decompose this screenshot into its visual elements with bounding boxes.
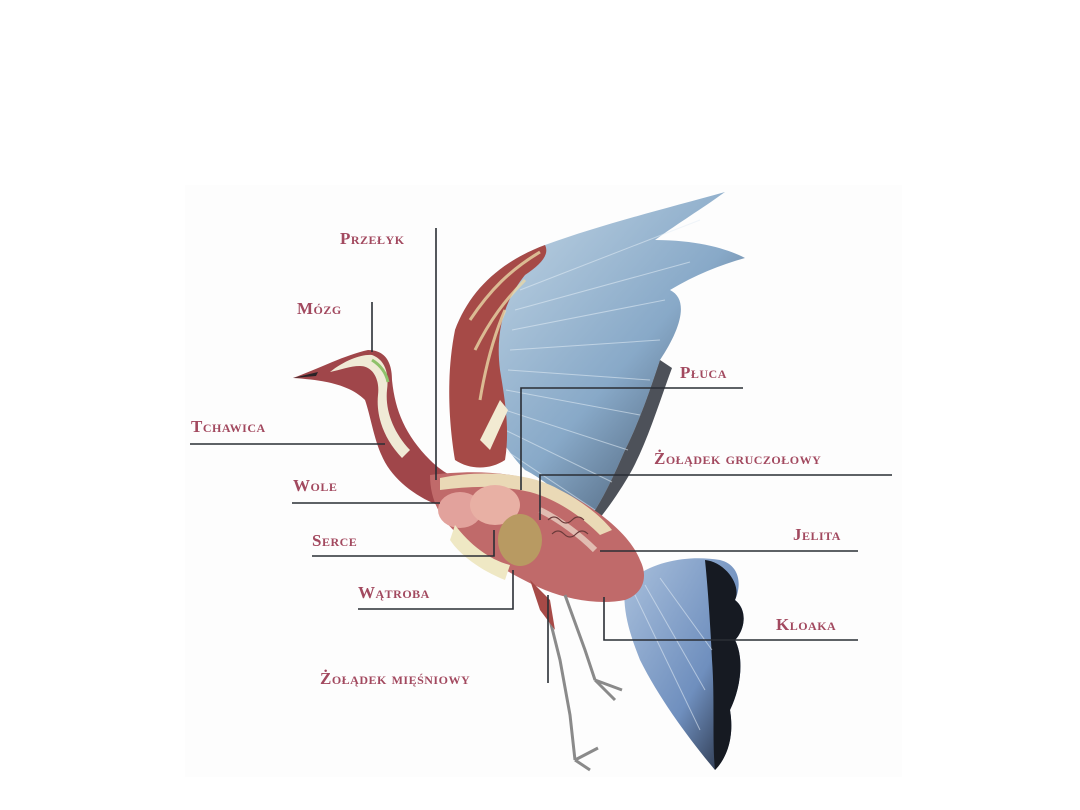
label-jelita: Jelita bbox=[793, 525, 841, 544]
label-zoladek-gruczolowy: Żołądek gruczołowy bbox=[654, 449, 822, 468]
leader-lines bbox=[190, 228, 892, 683]
legs bbox=[543, 594, 623, 772]
label-mozg: Mózg bbox=[297, 299, 342, 318]
head-and-neck bbox=[293, 350, 470, 510]
label-wole: Wole bbox=[293, 476, 338, 495]
label-zoladek-miesniowy: Żołądek mięśniowy bbox=[320, 669, 471, 688]
tail bbox=[624, 558, 744, 770]
label-kloaka: Kloaka bbox=[776, 615, 837, 634]
wing bbox=[449, 192, 745, 530]
label-tchawica: Tchawica bbox=[191, 417, 266, 436]
label-pluca: Płuca bbox=[680, 363, 727, 382]
body-torso bbox=[430, 472, 645, 602]
label-przelyk: Przełyk bbox=[340, 229, 405, 248]
label-watroba: Wątroba bbox=[358, 583, 430, 602]
label-serce: Serce bbox=[312, 531, 358, 550]
